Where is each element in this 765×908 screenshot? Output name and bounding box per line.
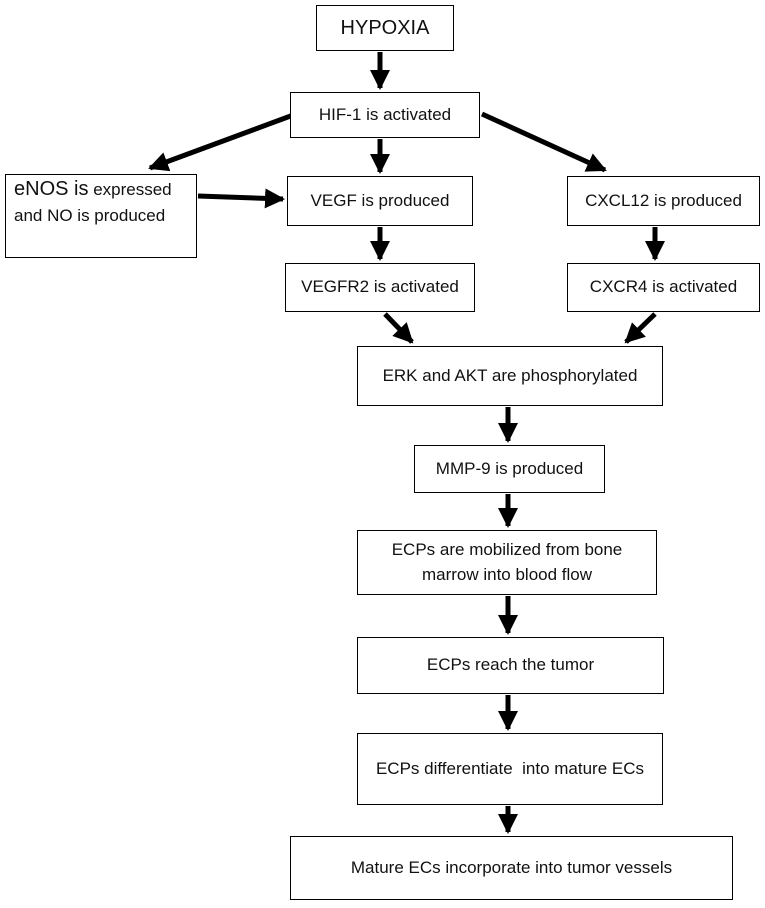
arrow-hif1-to-cxcl12 (480, 111, 607, 173)
node-ecps-mobilized: ECPs are mobilized from bone marrow into… (357, 530, 657, 595)
node-hypoxia-label: HYPOXIA (340, 16, 430, 39)
node-vegfr2-activated: VEGFR2 is activated (285, 263, 475, 312)
arrow-vegfr2-to-erk_akt (383, 312, 414, 344)
node-enos-line2: and NO is produced (14, 206, 166, 225)
node-ecps-reach-tumor: ECPs reach the tumor (357, 637, 664, 694)
node-enos-expressed: eNOS is expressed and NO is produced (5, 174, 197, 258)
node-hypoxia: HYPOXIA (316, 5, 454, 51)
node-hif1-label: HIF-1 is activated (318, 104, 452, 124)
node-mature-ecs-label: Mature ECs incorporate into tumor vessel… (350, 857, 673, 877)
node-enos-line1-rest: expressed (88, 180, 172, 199)
node-cxcl12-label: CXCL12 is produced (585, 190, 742, 210)
node-cxcl12-produced: CXCL12 is produced (567, 176, 760, 226)
node-ecps-differentiate-label: ECPs differentiate into mature ECs (375, 758, 645, 778)
node-hif1-activated: HIF-1 is activated (290, 92, 480, 138)
arrow-enos-to-vegf (197, 188, 285, 209)
node-mmp9-produced: MMP-9 is produced (414, 445, 605, 493)
node-enos-line1: eNOS is expressed (14, 175, 172, 204)
node-ecps-mobilized-line1: ECPs are mobilized from bone (391, 539, 623, 559)
node-vegfr2-label: VEGFR2 is activated (301, 277, 459, 297)
node-mature-ecs-incorporate: Mature ECs incorporate into tumor vessel… (290, 836, 733, 900)
arrow-cxcr4-to-erk_akt (624, 312, 657, 344)
node-vegf-produced: VEGF is produced (287, 176, 473, 226)
node-erk-akt-label: ERK and AKT are phosphorylated (382, 365, 638, 385)
node-ecps-differentiate: ECPs differentiate into mature ECs (357, 733, 663, 805)
node-mmp9-label: MMP-9 is produced (435, 458, 584, 478)
node-cxcr4-label: CXCR4 is activated (589, 277, 738, 297)
node-erk-akt-phosphorylated: ERK and AKT are phosphorylated (357, 346, 663, 406)
arrow-hif1-to-enos (148, 111, 297, 172)
node-cxcr4-activated: CXCR4 is activated (567, 263, 760, 312)
node-ecps-reach-label: ECPs reach the tumor (426, 655, 595, 675)
node-ecps-mobilized-line2: marrow into blood flow (421, 564, 593, 584)
node-enos-big-text: eNOS is (14, 178, 89, 200)
node-vegf-label: VEGF is produced (310, 190, 450, 210)
